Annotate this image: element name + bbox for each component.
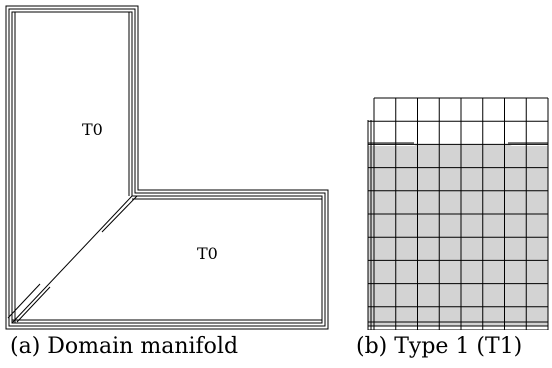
diagonal-interface bbox=[11, 195, 133, 324]
grid-border bbox=[367, 120, 549, 330]
type1-grid-diagram bbox=[367, 97, 549, 330]
caption-type1: (b) Type 1 (T1) bbox=[356, 334, 523, 359]
manifold-boundary-inner bbox=[11, 11, 323, 324]
manifold-boundary-outer bbox=[5, 5, 329, 330]
diagonal-interface-offset-3 bbox=[7, 283, 41, 319]
domain-manifold-diagram: T0 T0 bbox=[5, 5, 329, 330]
caption-domain-manifold: (a) Domain manifold bbox=[10, 334, 239, 359]
figure-canvas: T0 T0 bbox=[5, 5, 549, 330]
diagonal-interface-offset-2 bbox=[101, 195, 138, 233]
region-label-top: T0 bbox=[82, 120, 103, 139]
manifold-boundary-mid bbox=[8, 8, 326, 327]
shaded-region bbox=[368, 144, 548, 326]
diagonal-interface-offset-1 bbox=[16, 286, 51, 323]
region-label-bottom: T0 bbox=[197, 244, 218, 263]
